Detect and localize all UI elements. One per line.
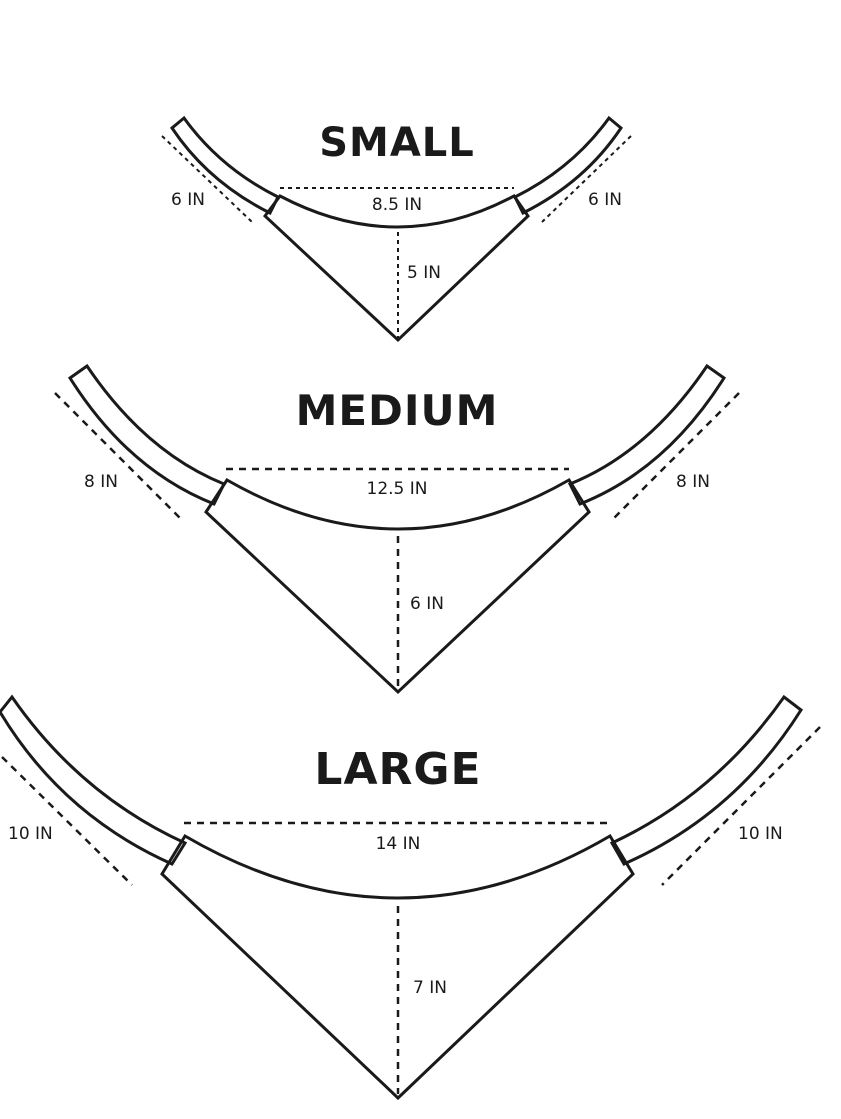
small-depth-label: 5 IN xyxy=(407,263,441,283)
large-right-tie-line xyxy=(661,726,821,886)
small-bandana-body xyxy=(262,194,530,343)
medium-right-tie-label: 8 IN xyxy=(676,472,710,492)
large-left-tie-line xyxy=(1,756,133,886)
size-medium: MEDIUM 12.5 IN 6 IN 8 IN 8 IN xyxy=(54,363,740,695)
small-right-tie-label: 6 IN xyxy=(588,190,622,210)
medium-left-tie-label: 8 IN xyxy=(84,472,118,492)
medium-right-tie-line xyxy=(611,392,740,521)
size-small: SMALL 8.5 IN 5 IN 6 IN 6 IN xyxy=(161,115,632,343)
large-left-strap xyxy=(0,694,188,866)
size-large: LARGE 14 IN 7 IN 10 IN 10 IN xyxy=(0,694,821,1101)
large-left-tie-label: 10 IN xyxy=(8,824,53,844)
medium-title: MEDIUM xyxy=(296,386,499,435)
medium-left-tie-line xyxy=(54,392,183,521)
large-right-tie-label: 10 IN xyxy=(738,824,783,844)
small-left-tie-label: 6 IN xyxy=(171,190,205,210)
medium-depth-label: 6 IN xyxy=(410,594,444,614)
large-title: LARGE xyxy=(314,744,481,795)
large-right-strap xyxy=(609,694,803,866)
large-bandana-body xyxy=(160,833,635,1101)
small-width-label: 8.5 IN xyxy=(372,195,422,215)
medium-bandana-body xyxy=(204,477,591,695)
large-depth-label: 7 IN xyxy=(413,978,447,998)
medium-width-label: 12.5 IN xyxy=(367,479,428,499)
small-title: SMALL xyxy=(319,120,475,166)
large-width-label: 14 IN xyxy=(376,834,421,854)
medium-right-strap xyxy=(567,363,727,506)
